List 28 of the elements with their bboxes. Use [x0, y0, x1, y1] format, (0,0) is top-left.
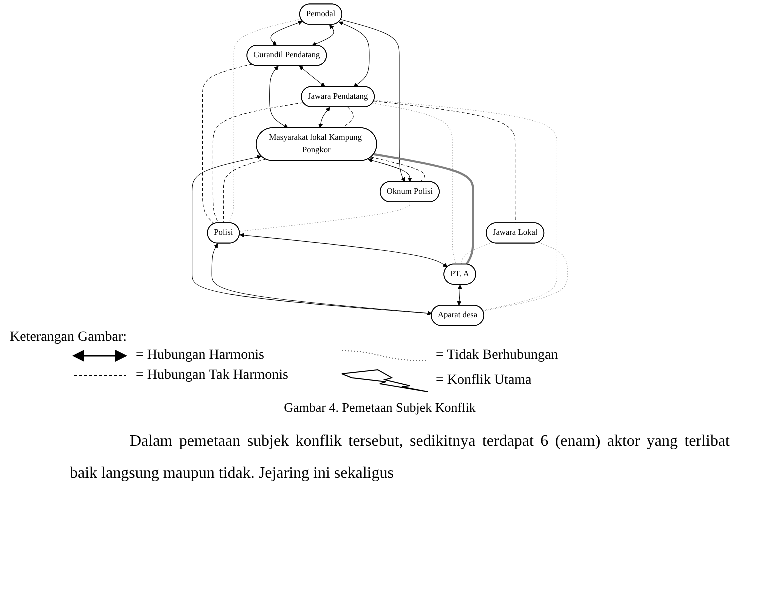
- arrow: [457, 284, 462, 306]
- connector: [228, 19, 302, 224]
- legend-label: = Hubungan Harmonis: [136, 348, 264, 364]
- connector: [482, 242, 568, 312]
- arrow: [270, 66, 288, 128]
- figure-caption: Gambar 4. Pemetaan Subjek Konflik: [283, 400, 477, 416]
- arrow: [312, 24, 334, 46]
- arrow: [338, 22, 370, 88]
- connector: [372, 103, 457, 265]
- arrow: [212, 244, 432, 316]
- arrow: [318, 107, 330, 128]
- legend-label: = Tidak Berhubungan: [436, 348, 558, 364]
- connector: [374, 100, 558, 311]
- body-paragraph: Dalam pemetaan subjek konflik tersebut, sedikitnya terdapat 6 (enam) aktor yang terlibat baik langsung maupun tidak. Jejaring ini sekaligus: [69, 432, 731, 484]
- arrow: [240, 233, 448, 268]
- legend-label: = Konflik Utama: [436, 373, 532, 389]
- arrow: [299, 66, 326, 88]
- legend-title: Keterangan Gambar:: [10, 330, 127, 346]
- legend-label: = Hubungan Tak Harmonis: [136, 368, 288, 384]
- connector: [202, 64, 252, 224]
- connector: [239, 202, 410, 232]
- connector: [212, 102, 304, 224]
- connector: [374, 153, 474, 266]
- connector: [370, 157, 425, 182]
- arrow: [368, 158, 412, 182]
- arrow: [192, 155, 432, 316]
- arrow: [270, 20, 303, 46]
- arrow: [340, 20, 406, 182]
